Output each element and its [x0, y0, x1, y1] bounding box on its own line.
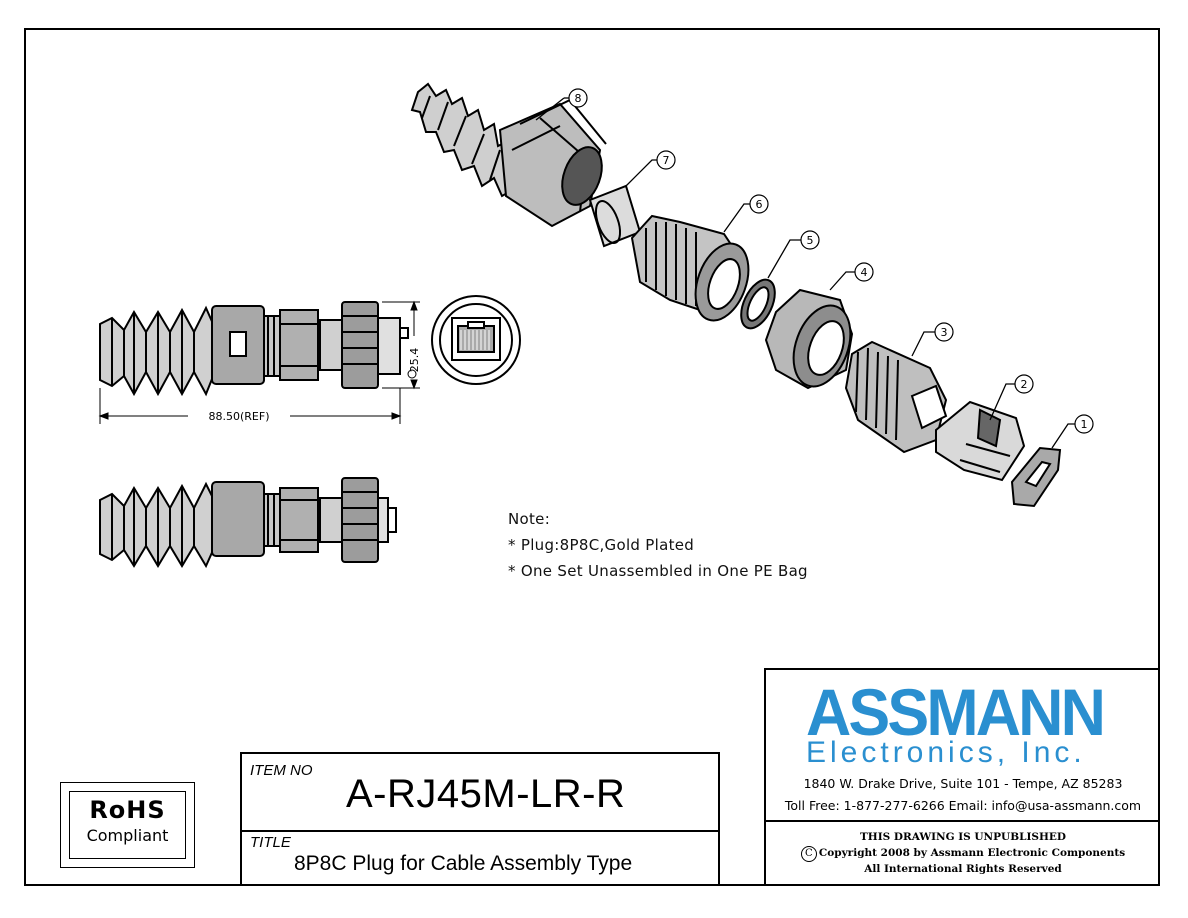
balloon-6: 6 [756, 198, 763, 211]
balloon-5: 5 [807, 234, 814, 247]
balloon-8: 8 [575, 92, 582, 105]
item-number: A-RJ45M-LR-R [346, 772, 626, 816]
assembled-view-bottom [99, 477, 397, 569]
copyright-text: Copyright 2008 by Assmann Electronic Com… [818, 847, 1126, 859]
part-8-nut [498, 98, 607, 228]
part-2-rj45-plug [935, 400, 1026, 482]
diameter-symbol-icon [407, 369, 417, 379]
note-item: * Plug:8P8C,Gold Plated [508, 536, 695, 554]
company-contact: Toll Free: 1-877-277-6266 Email: info@us… [784, 798, 1142, 813]
rohs-subtitle: Compliant [86, 826, 169, 845]
assmann-logo-subtitle: Electronics, Inc. [806, 736, 1086, 769]
balloon-1: 1 [1081, 418, 1088, 431]
note-item: * One Set Unassembled in One PE Bag [508, 562, 808, 580]
balloon-3: 3 [941, 326, 948, 339]
part-6-body [630, 214, 750, 322]
company-header: ASSMANN Electronics, Inc. 1840 W. Drake … [766, 670, 1160, 822]
rights-reserved: All International Rights Reserved [864, 863, 1062, 875]
company-address: 1840 W. Drake Drive, Suite 101 - Tempe, … [803, 776, 1123, 791]
title-block: ITEM NO A-RJ45M-LR-R TITLE 8P8C Plug for… [240, 752, 720, 886]
company-block: ASSMANN Electronics, Inc. 1840 W. Drake … [764, 668, 1160, 886]
dimension-diameter: 25.4 [408, 348, 421, 373]
part-1-gasket [1010, 446, 1062, 508]
unpublished-notice: THIS DRAWING IS UNPUBLISHED [859, 831, 1066, 843]
copyright-icon: C [800, 846, 817, 862]
balloon-7: 7 [663, 154, 670, 167]
item-no-label: ITEM NO [250, 762, 313, 779]
rohs-badge: RoHS Compliant [60, 782, 195, 868]
balloon-4: 4 [861, 266, 868, 279]
rohs-title: RoHS [89, 796, 166, 824]
note-heading: Note: [508, 510, 551, 528]
part-5-ring [740, 278, 776, 330]
part-title: 8P8C Plug for Cable Assembly Type [294, 852, 633, 875]
dimension-length: 88.50(REF) [209, 410, 270, 423]
part-3-housing [844, 340, 948, 454]
balloon-2: 2 [1021, 378, 1028, 391]
drawing-notes: Note: * Plug:8P8C,Gold Plated * One Set … [508, 506, 808, 584]
item-no-row: ITEM NO A-RJ45M-LR-R [242, 754, 718, 832]
assembled-view-top [99, 301, 409, 397]
title-label: TITLE [250, 834, 291, 851]
front-view [431, 295, 521, 385]
rohs-inner-border: RoHS Compliant [69, 791, 186, 859]
assmann-logo: ASSMANN [806, 675, 1106, 749]
drawing-frame [24, 28, 1160, 886]
part-4-coupling-nut [764, 288, 854, 390]
